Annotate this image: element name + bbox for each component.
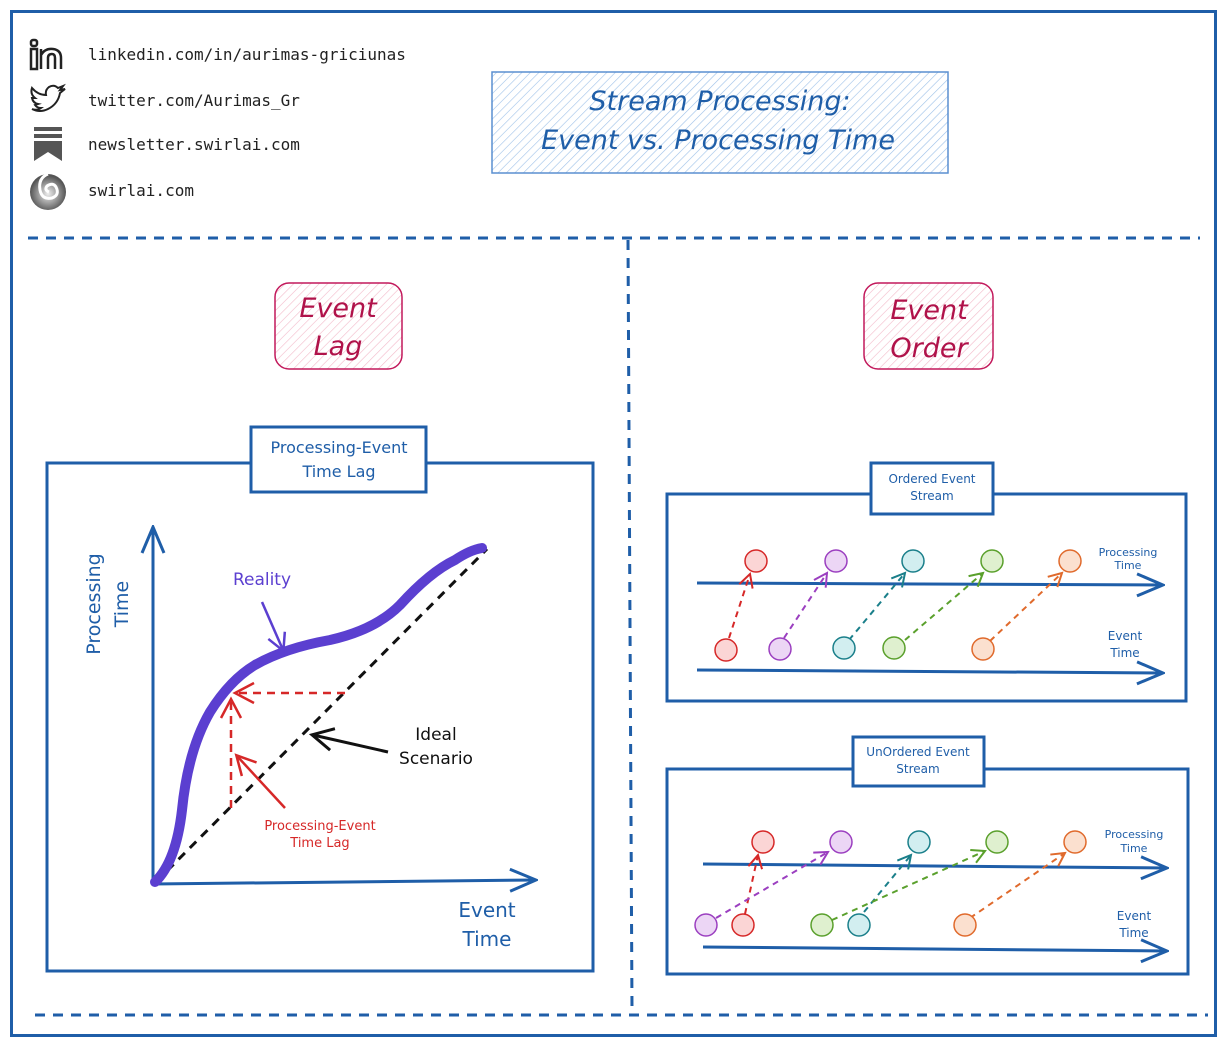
ordered-event-dot-3 <box>832 636 856 660</box>
ideal-label-line2: Scenario <box>399 749 473 769</box>
ordered-processing-label-line2: Time <box>1114 559 1142 572</box>
event-order-badge: Event Order <box>863 282 994 370</box>
event-lag-box-title-line2: Time Lag <box>301 462 375 481</box>
unordered-event-dot-2 <box>731 913 755 937</box>
event-order-badge-line2: Order <box>890 333 969 364</box>
twitter-icon <box>28 80 68 120</box>
title-line1: Stream Processing: <box>589 86 850 117</box>
social-text-newsletter: newsletter.swirlai.com <box>88 134 300 154</box>
event-lag-badge-line2: Lag <box>314 331 363 362</box>
unordered-title-line2: Stream <box>896 762 939 776</box>
unordered-processed-dot-5 <box>1063 830 1087 854</box>
ordered-processed-dot-2 <box>824 549 848 573</box>
ordered-event-arrow-2 <box>783 573 827 639</box>
linkedin-icon <box>28 34 68 74</box>
title-box: Stream Processing: Event vs. Processing … <box>491 71 949 174</box>
social-linkedin[interactable]: linkedin.com/in/aurimas-griciunas <box>28 34 406 74</box>
event-lag-badge-line1: Event <box>299 293 378 324</box>
event-lag-box-title-line1: Processing-Event <box>270 438 407 457</box>
ordered-title-line1: Ordered Event <box>888 472 975 486</box>
social-text-twitter: twitter.com/Aurimas_Gr <box>88 90 300 110</box>
social-swirlai[interactable]: swirlai.com <box>28 170 194 210</box>
unordered-event-arrow-2 <box>715 852 828 919</box>
unordered-title-line1: UnOrdered Event <box>866 745 970 759</box>
outer-frame <box>10 10 1217 1037</box>
ordered-event-label-line2: Time <box>1109 646 1139 660</box>
divider-vertical <box>626 239 634 1011</box>
ordered-processing-label-line1: Processing <box>1099 546 1158 559</box>
ordered-event-dot-2 <box>768 637 792 661</box>
unordered-event-arrow-4 <box>831 851 985 921</box>
ordered-event-arrow-5 <box>989 573 1062 642</box>
x-axis-label-line2: Time <box>462 927 512 951</box>
lag-label-line1: Processing-Event <box>264 819 375 834</box>
ordered-stream-title: Ordered Event Stream <box>869 461 995 516</box>
unordered-processed-dot-4 <box>985 830 1009 854</box>
unordered-event-axis <box>702 947 1166 951</box>
ordered-event-dot-4 <box>882 636 906 660</box>
lag-label-line2: Time Lag <box>289 836 349 851</box>
unordered-processing-axis <box>702 864 1166 868</box>
ideal-label-line1: Ideal <box>415 725 456 745</box>
ordered-event-dot-1 <box>714 638 738 662</box>
unordered-event-label-line2: Time <box>1118 926 1148 940</box>
x-axis <box>152 880 535 884</box>
ideal-line <box>154 547 489 884</box>
y-axis-label: Processing Time <box>83 553 133 654</box>
ordered-processed-dot-5 <box>1058 549 1082 573</box>
unordered-events <box>694 830 1087 937</box>
ordered-event-axis <box>696 670 1162 673</box>
unordered-processed-dot-2 <box>829 830 853 854</box>
ordered-processing-axis <box>696 583 1162 585</box>
unordered-processing-label-line1: Processing <box>1105 828 1164 841</box>
unordered-event-dot-5 <box>953 913 977 937</box>
unordered-event-dot-4 <box>847 913 871 937</box>
x-axis-label-line1: Event <box>458 898 515 922</box>
event-lag-badge: Event Lag <box>274 282 403 370</box>
ideal-pointer-arrow <box>313 735 389 754</box>
reality-label: Reality <box>233 570 291 590</box>
unordered-stream-title: UnOrdered Event Stream <box>851 735 986 788</box>
unordered-stream-box <box>665 767 1190 976</box>
swirlai-icon <box>28 170 68 210</box>
ordered-event-arrow-1 <box>728 574 750 639</box>
title-line2: Event vs. Processing Time <box>541 125 895 156</box>
event-lag-box-title: Processing-Event Time Lag <box>249 425 428 494</box>
event-order-badge-line1: Event <box>890 295 969 326</box>
newsletter-icon <box>28 124 68 164</box>
unordered-event-arrow-5 <box>969 853 1065 919</box>
y-axis-label-line2: Time <box>111 581 133 629</box>
ordered-processed-dot-3 <box>901 549 925 573</box>
ordered-event-dot-5 <box>971 637 995 661</box>
unordered-processed-dot-1 <box>751 830 775 854</box>
unordered-event-dot-1 <box>694 913 718 937</box>
ordered-title-line2: Stream <box>910 489 953 503</box>
reality-curve <box>150 543 487 887</box>
unordered-processing-label-line2: Time <box>1120 842 1148 855</box>
unordered-event-arrow-3 <box>863 855 911 913</box>
ordered-processed-dot-1 <box>744 549 768 573</box>
ordered-events <box>714 549 1082 662</box>
social-text-swirlai: swirlai.com <box>88 180 194 200</box>
ordered-event-arrow-3 <box>848 573 905 641</box>
unordered-processed-dot-3 <box>907 830 931 854</box>
social-newsletter[interactable]: newsletter.swirlai.com <box>28 124 300 164</box>
reality-pointer-arrow <box>260 601 287 654</box>
social-twitter[interactable]: twitter.com/Aurimas_Gr <box>28 80 300 120</box>
y-axis-label-line1: Processing <box>83 553 105 654</box>
lag-pointer-arrow <box>234 753 286 809</box>
unordered-event-dot-3 <box>810 913 834 937</box>
unordered-event-label-line1: Event <box>1117 909 1152 923</box>
social-text-linkedin: linkedin.com/in/aurimas-griciunas <box>88 44 406 64</box>
ordered-event-label-line1: Event <box>1108 629 1143 643</box>
ordered-processed-dot-4 <box>980 549 1004 573</box>
